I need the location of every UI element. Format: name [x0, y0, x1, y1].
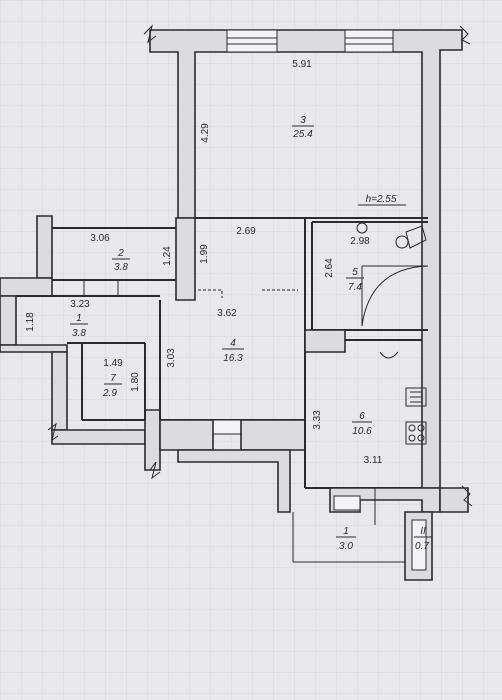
room-number: 6 — [359, 411, 365, 422]
room-number: 4 — [230, 338, 236, 349]
dim-298: 2.98 — [350, 236, 370, 247]
dim-269: 2.69 — [236, 226, 256, 237]
dim-h255: h=2.55 — [366, 194, 397, 205]
dim-429: 4.29 — [200, 123, 211, 143]
dim-180: 1.80 — [130, 372, 141, 392]
room-number: 2 — [117, 248, 124, 259]
interior-walls — [0, 204, 473, 581]
room-label-11: II 0.7 — [414, 526, 432, 552]
dim-124: 1.24 — [162, 246, 173, 266]
room-number: 7 — [110, 373, 116, 384]
window-top-right — [344, 29, 394, 53]
dim-333: 3.33 — [312, 410, 323, 430]
dim-591: 5.91 — [292, 59, 312, 70]
room-area: 2.9 — [102, 388, 117, 399]
room-area: 0.7 — [415, 541, 429, 552]
dim-149: 1.49 — [103, 358, 123, 369]
room-label-7: 7 2.9 — [102, 373, 122, 399]
window-top-left — [226, 29, 278, 53]
room-area: 3.8 — [114, 262, 128, 273]
room-number: 1 — [343, 526, 349, 537]
room-label-1a: 1 3.8 — [70, 313, 88, 339]
room-number: 1 — [76, 313, 82, 324]
room-area: 3.8 — [72, 328, 86, 339]
room-label-2: 2 3.8 — [112, 248, 130, 273]
dim-118: 1.18 — [25, 312, 36, 332]
outer-walls — [143, 24, 471, 489]
room-number: 3 — [300, 115, 306, 126]
room-label-5: 5 7.4 — [346, 267, 364, 293]
dim-311: 3.11 — [364, 455, 383, 466]
window-room4-bottom — [212, 419, 242, 435]
dim-306: 3.06 — [90, 233, 110, 244]
room-label-4: 4 16.3 — [222, 338, 244, 364]
dim-264: 2.64 — [324, 258, 335, 278]
room-area: 10.6 — [352, 426, 372, 437]
room-area: 7.4 — [348, 282, 362, 293]
room-number: II — [420, 526, 426, 537]
room-label-3: 3 25.4 — [292, 115, 314, 140]
room-area: 16.3 — [223, 353, 243, 364]
dim-362: 3.62 — [217, 308, 237, 319]
room-number: 5 — [352, 267, 358, 278]
dim-323: 3.23 — [70, 299, 90, 310]
room-label-6: 6 10.6 — [352, 411, 372, 437]
room-area: 3.0 — [339, 541, 353, 552]
dimension-labels: 5.91 4.29 h=2.55 3.06 1.24 1.99 2.69 2.9… — [25, 59, 397, 466]
room-label-1b: 1 3.0 — [336, 526, 356, 552]
room-area: 25.4 — [292, 129, 313, 140]
dim-199: 1.99 — [199, 244, 210, 264]
dim-303: 3.03 — [166, 348, 177, 368]
